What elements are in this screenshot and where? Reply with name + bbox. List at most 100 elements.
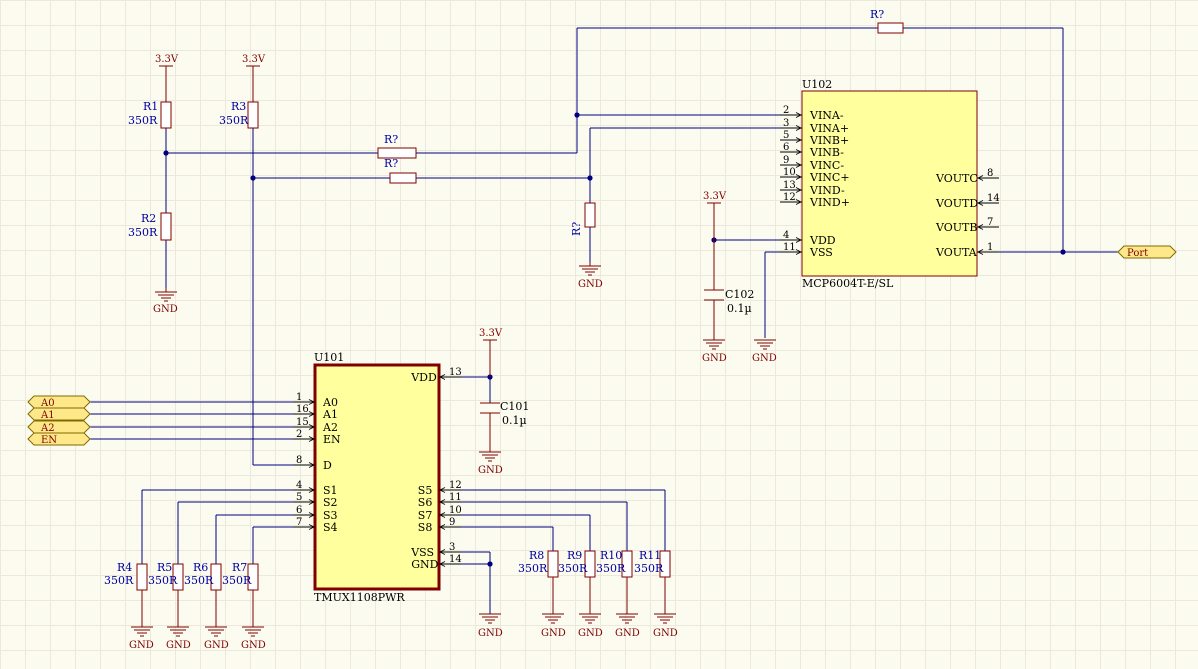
port-en[interactable]: EN [27, 432, 91, 446]
gnd-label: GND [241, 640, 266, 651]
u102-pin-name: VOUTC [935, 172, 978, 185]
u102-pin-arrow [795, 149, 802, 155]
resistor-value: 350R [128, 226, 158, 239]
resistor-r5[interactable]: R5 350R [148, 561, 184, 591]
gnd-r8: GND [541, 577, 566, 639]
capacitor-c101[interactable]: C101 0.1µ [480, 400, 529, 427]
u101-pin-arrow [439, 561, 446, 567]
resistor-unnamed-ground[interactable]: R? [570, 202, 596, 236]
resistor-ref: R? [384, 157, 398, 170]
port-label: A0 [40, 398, 55, 409]
port-a0[interactable]: A0 [27, 395, 91, 409]
gnd-r7: GND [241, 590, 266, 651]
port-a1[interactable]: A1 [27, 407, 91, 421]
u101-pin-number: 1 [296, 392, 302, 403]
resistor-ref: R2 [141, 212, 156, 225]
resistor-r9[interactable]: R9 350R [558, 549, 596, 578]
gnd-r2: GND [153, 288, 178, 315]
gnd-label: GND [578, 628, 603, 639]
u102-pin-number: 14 [987, 193, 1000, 204]
u102-pin-number: 9 [783, 155, 789, 166]
resistor-r3[interactable]: R3 350R [219, 100, 259, 129]
u102-pin-name: VDD [809, 234, 836, 247]
resistor-value: 350R [222, 574, 252, 587]
u101-pin-arrow [308, 487, 315, 493]
resistor-unnamed-a[interactable]: R? [377, 133, 417, 159]
u101-pin-name: S3 [323, 509, 338, 522]
capacitor-c102[interactable]: C102 0.1µ [704, 288, 754, 315]
resistor-value: 350R [184, 574, 214, 587]
chip-part: TMUX1108PWR [314, 591, 405, 604]
resistor-unnamed-feedback[interactable]: R? [870, 8, 904, 34]
port-label: EN [41, 435, 57, 446]
u101-pin-arrow [439, 549, 446, 555]
u101-pin-name: S5 [418, 484, 433, 497]
gnd-r10: GND [615, 577, 640, 639]
vcc-3v3-r3: 3.3V [242, 54, 266, 102]
u101-pin-arrow [308, 499, 315, 505]
resistor-unnamed-b[interactable]: R? [384, 157, 417, 184]
port-label: Port [1127, 248, 1148, 259]
u102-pin-name: VINA+ [809, 122, 849, 135]
u102-pin-arrow [977, 249, 984, 255]
u102-pin-arrow [795, 187, 802, 193]
resistor-r2[interactable]: R2 350R [128, 212, 172, 241]
resistor-ref: R5 [157, 561, 172, 574]
u101-pin-name: A1 [322, 408, 338, 421]
u102-pin-arrow [795, 199, 802, 205]
u101-pin-number: 12 [449, 480, 462, 491]
resistor-ref: R7 [232, 561, 247, 574]
resistor-r4[interactable]: R4 350R [104, 561, 148, 591]
resistor-ref: R6 [193, 561, 208, 574]
resistor-r1[interactable]: R1 350R [128, 100, 172, 129]
gnd-r9: GND [578, 577, 603, 639]
u102-pin-arrow [795, 237, 802, 243]
gnd-label: GND [541, 628, 566, 639]
u101-pin-number: 11 [449, 492, 462, 503]
vcc-label: 3.3V [242, 54, 266, 65]
port-output[interactable]: Port [1117, 245, 1177, 259]
u101-pin-arrow [439, 499, 446, 505]
resistor-r6[interactable]: R6 350R [184, 561, 222, 591]
u101-pin-number: 4 [296, 480, 302, 491]
u101-pin-arrow [308, 424, 315, 430]
u102-pin-arrow [977, 200, 984, 206]
u102-pin-name: VOUTD [935, 197, 978, 210]
capacitor-ref: C102 [725, 288, 754, 301]
resistor-ref: R11 [639, 549, 661, 562]
u102-pin-name: VIND- [809, 184, 845, 197]
u101-pin-number: 3 [449, 542, 455, 553]
port-label: A2 [40, 423, 55, 434]
u102-pin-arrow [795, 125, 802, 131]
capacitor-ref: C101 [500, 400, 529, 413]
u102-pin-arrow [795, 174, 802, 180]
u101-pin-number: 14 [449, 554, 462, 565]
gnd-label: GND [615, 628, 640, 639]
resistor-r11[interactable]: R11 350R [634, 549, 671, 578]
u101-pin-number: 9 [449, 517, 455, 528]
u102-pin-number: 1 [987, 242, 993, 253]
gnd-label: GND [478, 465, 503, 476]
u101-pin-number: 13 [449, 367, 462, 378]
u101-pin-arrow [439, 487, 446, 493]
port-a2[interactable]: A2 [27, 420, 91, 434]
vcc-label: 3.3V [479, 328, 503, 339]
resistor-r7[interactable]: R7 350R [222, 561, 259, 591]
u102-pin-name: VINB+ [809, 134, 849, 147]
wires [90, 27, 1118, 614]
resistor-r10[interactable]: R10 350R [596, 549, 633, 578]
u102-pin-arrow [795, 137, 802, 143]
u102-pin-number: 2 [783, 105, 789, 116]
gnd-r5: GND [166, 590, 191, 651]
gnd-r6: GND [204, 590, 229, 651]
gnd-label: GND [578, 279, 603, 290]
resistor-ref: R3 [231, 100, 246, 113]
resistor-r8[interactable]: R8 350R [518, 549, 559, 578]
resistor-value: 350R [104, 574, 134, 587]
u101-pin-name: VSS [410, 546, 434, 559]
